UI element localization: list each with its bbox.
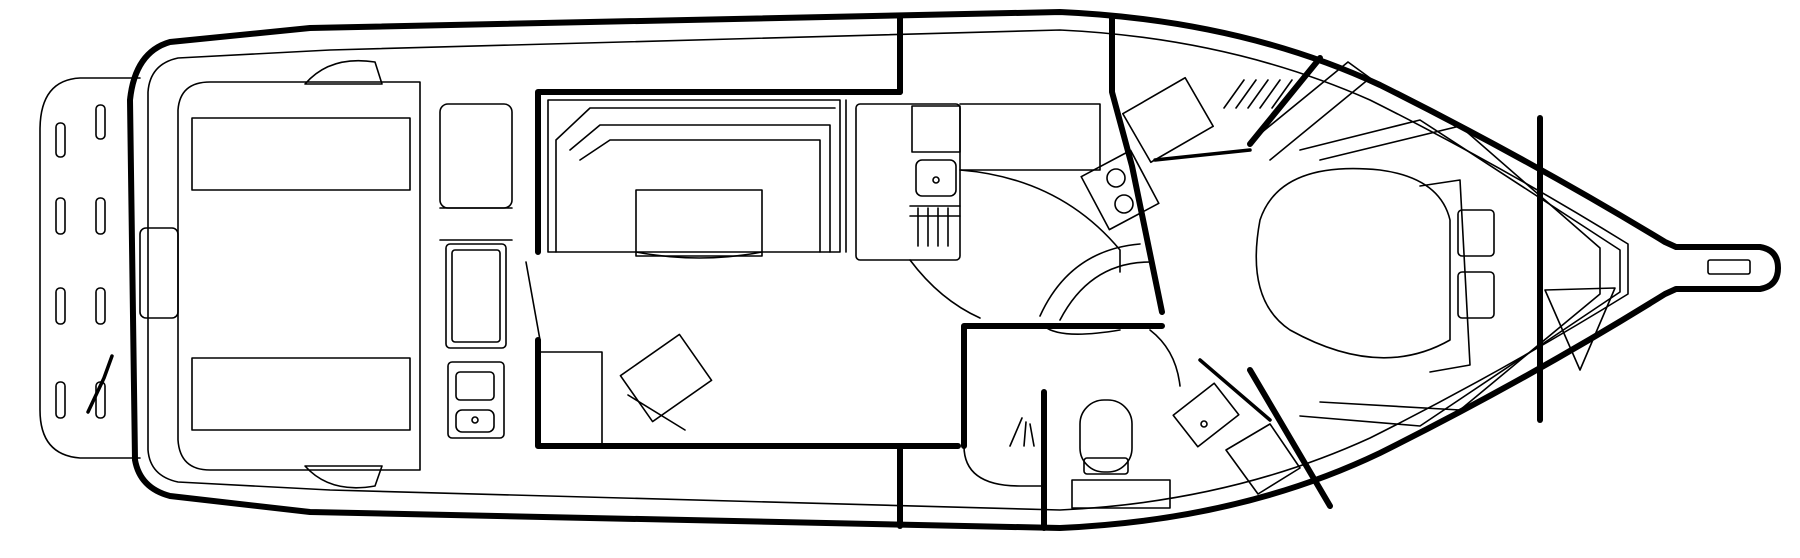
pillow-2	[1457, 271, 1495, 319]
salon-chair	[619, 333, 713, 431]
head-sink	[1172, 382, 1240, 448]
swim-platform	[39, 77, 141, 459]
berth-bed	[1255, 167, 1451, 359]
salon-door	[525, 261, 541, 341]
boarding-ladder	[86, 354, 114, 414]
salon-bulkhead	[535, 89, 961, 449]
hatch-vents	[1223, 79, 1293, 109]
hatch-starboard	[191, 357, 411, 431]
stateroom-wall-stbd	[1247, 367, 1333, 509]
forward-stateroom	[1122, 61, 1621, 427]
stateroom-wall-port	[1247, 55, 1323, 147]
pillow-1	[1457, 209, 1495, 257]
locker	[1122, 76, 1214, 164]
transom-door	[139, 227, 179, 319]
salon-side-cabinet	[539, 351, 603, 447]
head	[1009, 325, 1240, 509]
galley	[855, 103, 1160, 321]
platform-slats	[55, 104, 106, 419]
head-bulkhead	[961, 323, 1165, 531]
side-step-port	[304, 59, 383, 85]
hatch-port	[191, 117, 411, 191]
dinette-table	[635, 189, 763, 257]
companionway-line	[963, 445, 1045, 487]
toilet	[1079, 399, 1133, 473]
cockpit	[139, 59, 421, 489]
gunwale-inner	[147, 29, 1629, 511]
salon-settee	[547, 99, 847, 259]
side-step-starboard	[304, 465, 383, 489]
stove	[1080, 149, 1160, 231]
galley-bulkhead	[897, 13, 1165, 315]
hull-outline	[127, 9, 1781, 531]
v-berth	[1299, 119, 1621, 427]
hanging-locker	[1225, 423, 1301, 495]
anchor-slot	[1707, 259, 1751, 275]
stateroom-door	[1198, 358, 1272, 422]
cockpit-cabinets	[439, 103, 513, 439]
